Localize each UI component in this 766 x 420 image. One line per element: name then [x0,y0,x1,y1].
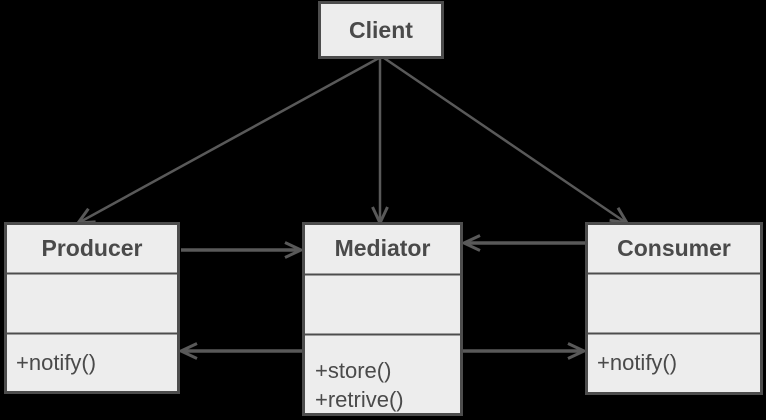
relation-client-consumer [383,56,630,225]
class-mediator: Mediator +store() +retrive() [302,222,463,416]
class-name: Producer [42,235,143,261]
class-consumer-box [585,222,763,395]
class-name: Mediator [335,235,431,261]
class-method: +retrive() [315,387,404,412]
class-name: Client [349,17,413,43]
class-name: Consumer [617,235,731,261]
open-arrowhead-icon [609,207,630,225]
class-mediator-box [302,222,463,416]
open-arrowhead-icon [567,342,588,360]
class-method: +store() [315,358,391,383]
relation-consumer-mediator [460,234,585,252]
relation-producer-mediator [181,241,305,259]
class-method: +notify() [16,350,96,375]
class-method: +notify() [597,350,677,375]
open-arrowhead-icon [177,342,198,360]
class-producer: Producer +notify() [4,222,180,394]
open-arrowhead-icon [460,234,481,252]
relation-client-producer [74,56,380,225]
relation-client-mediator [371,58,389,227]
class-consumer: Consumer +notify() [585,222,763,395]
class-producer-box [4,222,180,394]
class-client: Client [318,1,444,59]
relation-mediator-producer [177,342,302,360]
class-client-box [318,1,444,59]
open-arrowhead-icon [284,241,305,259]
relation-mediator-consumer [463,342,588,360]
relation-line [383,56,626,224]
relation-line [79,56,380,224]
